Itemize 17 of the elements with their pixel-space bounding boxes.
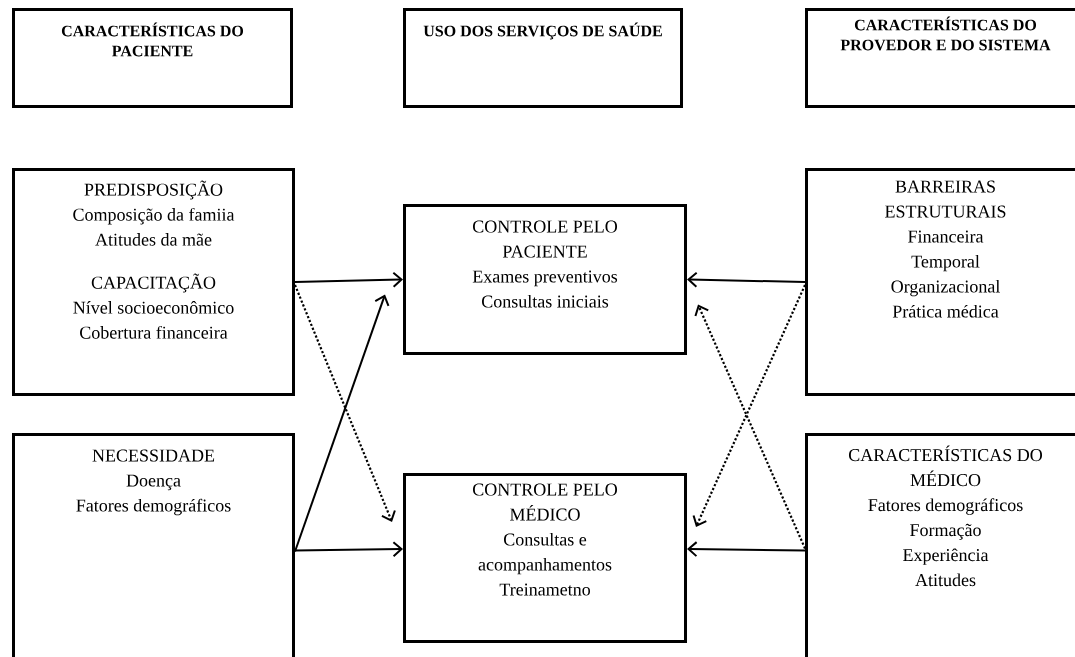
arrow: [294, 271, 403, 288]
arrow: [692, 284, 806, 527]
arrow: [294, 541, 403, 558]
header-box: CARACTERÍSTICAS DO PACIENTE: [12, 8, 293, 108]
arrow: [687, 271, 806, 288]
factor-box: BARREIRAS ESTRUTURAIS Financeira Temporal Organizacional Prática médica: [805, 168, 1075, 396]
factor-box: NECESSIDADE Doença Fatores demográficos: [12, 433, 295, 657]
factor-box: PREDISPOSIÇÃO Composição da famiia Atitudes da mãe CAPACITAÇÃO Nível socioeconômico Cobertura financeira: [12, 168, 295, 396]
factor-box: CARACTERÍSTICAS DO MÉDICO Fatores demográficos Formação Experiência Atitudes: [805, 433, 1075, 657]
arrow: [294, 284, 396, 522]
service-box: CONTROLE PELO MÉDICO Consultas e acompanhamentos Treinametno: [403, 473, 687, 643]
arrow: [687, 541, 806, 558]
arrow: [694, 304, 806, 549]
header-box: USO DOS SERVIÇOS DE SAÚDE: [403, 8, 683, 108]
header-box: CARACTERÍSTICAS DO PROVEDOR E DO SISTEMA: [805, 8, 1075, 108]
arrow: [294, 294, 390, 553]
service-box: CONTROLE PELO PACIENTE Exames preventivos Consultas iniciais: [403, 204, 687, 355]
